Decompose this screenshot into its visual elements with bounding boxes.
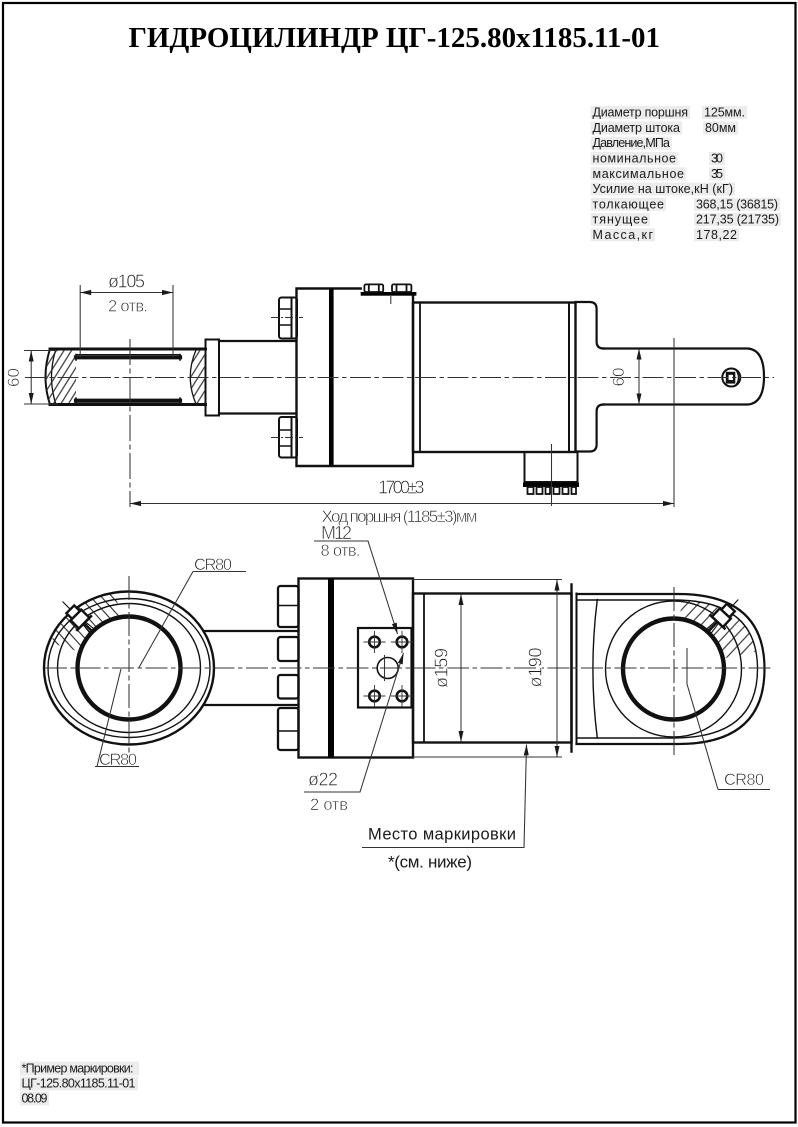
- svg-text:178,22: 178,22: [696, 228, 737, 242]
- svg-text:CR80: CR80: [194, 556, 232, 574]
- svg-text:08.09: 08.09: [22, 1092, 48, 1106]
- svg-text:ø159: ø159: [432, 648, 452, 688]
- svg-text:CR80: CR80: [724, 771, 764, 789]
- svg-text:ГИДРОЦИЛИНДР ЦГ-125.80х1185.11: ГИДРОЦИЛИНДР ЦГ-125.80х1185.11-01: [129, 22, 661, 54]
- svg-text:125мм.: 125мм.: [704, 106, 745, 120]
- svg-text:2 отв: 2 отв: [310, 796, 348, 814]
- svg-text:Диаметр поршня: Диаметр поршня: [593, 106, 689, 120]
- svg-text:ЦГ-125.80х1185.11-01: ЦГ-125.80х1185.11-01: [22, 1077, 136, 1091]
- svg-text:ø22: ø22: [308, 770, 338, 790]
- svg-text:*(см. ниже): *(см. ниже): [388, 853, 472, 872]
- svg-text:ø105: ø105: [108, 272, 145, 292]
- svg-text:1700±3: 1700±3: [378, 478, 425, 498]
- svg-text:*Пример маркировки:: *Пример маркировки:: [22, 1062, 134, 1076]
- svg-text:80мм: 80мм: [705, 121, 736, 135]
- svg-text:М12: М12: [321, 523, 352, 543]
- svg-text:номинальное: номинальное: [593, 152, 677, 166]
- svg-text:тянущее: тянущее: [593, 213, 649, 227]
- svg-text:Место маркировки: Место маркировки: [368, 826, 516, 844]
- svg-text:368,15 (36815): 368,15 (36815): [696, 197, 778, 211]
- svg-text:ø190: ø190: [526, 648, 546, 688]
- svg-text:60: 60: [4, 368, 23, 387]
- svg-text:35: 35: [711, 167, 723, 181]
- svg-text:60: 60: [609, 368, 628, 387]
- svg-text:2 отв.: 2 отв.: [108, 298, 148, 316]
- svg-text:толкающее: толкающее: [593, 197, 665, 211]
- svg-text:30: 30: [711, 152, 723, 166]
- svg-text:Диаметр штока: Диаметр штока: [593, 121, 681, 135]
- svg-text:217,35 (21735): 217,35 (21735): [696, 213, 779, 227]
- svg-text:Ход поршня (1185±3)мм: Ход поршня (1185±3)мм: [322, 507, 478, 526]
- svg-text:Усилие на штоке,кН (кГ): Усилие на штоке,кН (кГ): [593, 182, 734, 196]
- svg-text:CR80: CR80: [99, 751, 137, 769]
- svg-text:8 отв.: 8 отв.: [321, 542, 361, 560]
- svg-text:Давление,МПа: Давление,МПа: [593, 136, 671, 150]
- svg-text:Масса,кг: Масса,кг: [593, 228, 654, 242]
- svg-text:максимальное: максимальное: [593, 167, 685, 181]
